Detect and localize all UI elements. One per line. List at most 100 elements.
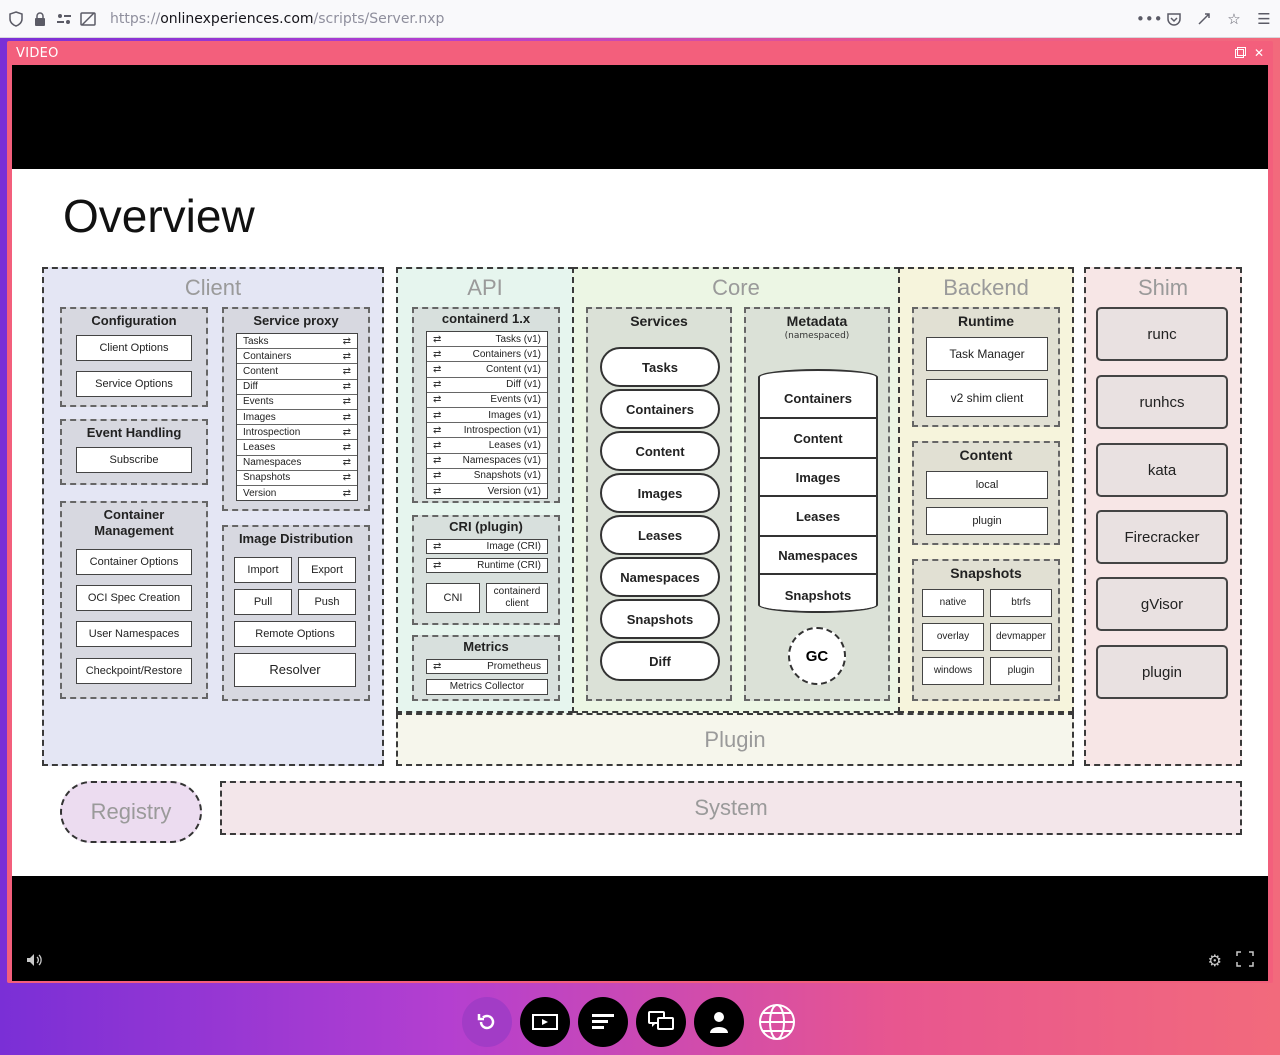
client-options: Client Options bbox=[76, 335, 192, 361]
push: Push bbox=[298, 589, 356, 615]
snapshot-windows: windows bbox=[922, 657, 984, 685]
snapshot-devmapper: devmapper bbox=[990, 623, 1052, 651]
video-player[interactable]: Overview Client Configuration Client Opt… bbox=[12, 65, 1268, 981]
group-title-event-handling: Event Handling bbox=[86, 425, 182, 440]
video-header: VIDEO ✕ bbox=[7, 41, 1273, 65]
cri-list: Image (CRI)⇄ Runtime (CRI)⇄ bbox=[426, 539, 548, 575]
service-content: Content bbox=[600, 431, 720, 471]
screenshot-icon[interactable] bbox=[1196, 11, 1212, 27]
slide-title: Overview bbox=[63, 190, 255, 242]
group-cri: CRI (plugin) Image (CRI)⇄ Runtime (CRI)⇄… bbox=[412, 515, 560, 625]
group-configuration: Configuration Client Options Service Opt… bbox=[60, 307, 208, 407]
snapshot-native: native bbox=[922, 589, 984, 617]
list-item: Version⇄ bbox=[243, 487, 351, 499]
autoplay-blocked-icon[interactable] bbox=[80, 11, 96, 27]
region-label-plugin: Plugin bbox=[704, 727, 766, 752]
oci-spec-creation: OCI Spec Creation bbox=[76, 585, 192, 611]
shim-plugin: plugin bbox=[1096, 645, 1228, 699]
agenda-icon[interactable] bbox=[578, 997, 628, 1047]
snapshot-overlay: overlay bbox=[922, 623, 984, 651]
group-title-backend-snapshots: Snapshots bbox=[950, 565, 1022, 581]
group-runtime: Runtime Task Manager v2 shim client bbox=[912, 307, 1060, 427]
group-backend-content: Content local plugin bbox=[912, 441, 1060, 545]
import: Import bbox=[234, 557, 292, 583]
list-item: Content⇄ bbox=[237, 364, 357, 380]
group-metrics: Metrics Prometheus⇄ Metrics Collector bbox=[412, 635, 560, 701]
list-item: Snapshots (v1)⇄ bbox=[427, 469, 547, 484]
refresh-icon[interactable] bbox=[462, 997, 512, 1047]
service-containers: Containers bbox=[600, 389, 720, 429]
list-item: Version (v1)⇄ bbox=[433, 485, 541, 497]
group-title-metrics: Metrics bbox=[463, 639, 509, 654]
region-core: Core Services Tasks Containers Content I… bbox=[572, 267, 900, 713]
slides-icon[interactable] bbox=[520, 997, 570, 1047]
volume-icon[interactable] bbox=[26, 953, 44, 971]
menu-icon[interactable]: ☰ bbox=[1257, 9, 1271, 28]
lock-icon[interactable] bbox=[32, 11, 48, 27]
fullscreen-icon[interactable] bbox=[1236, 951, 1254, 971]
content-local: local bbox=[926, 471, 1048, 499]
snapshot-plugin: plugin bbox=[990, 657, 1052, 685]
region-system: System bbox=[220, 781, 1242, 835]
group-title-backend-content: Content bbox=[959, 447, 1013, 463]
shim-firecracker: Firecracker bbox=[1096, 510, 1228, 564]
list-item: Images (v1)⇄ bbox=[427, 408, 547, 424]
shield-icon[interactable] bbox=[8, 10, 24, 27]
list-item: Events (v1)⇄ bbox=[427, 393, 547, 408]
region-label-core: Core bbox=[712, 275, 760, 300]
browser-toolbar: https://onlinexperiences.com/scripts/Ser… bbox=[0, 0, 1280, 38]
db-containers: Containers bbox=[760, 379, 876, 419]
db-snapshots: Snapshots bbox=[760, 575, 876, 611]
db-namespaces: Namespaces bbox=[760, 537, 876, 575]
region-label-registry: Registry bbox=[90, 799, 172, 824]
more-actions-icon[interactable]: ••• bbox=[1136, 9, 1163, 28]
chat-icon[interactable] bbox=[636, 997, 686, 1047]
region-backend: Backend Runtime Task Manager v2 shim cli… bbox=[898, 267, 1074, 713]
registry-cloud: Registry bbox=[60, 781, 202, 843]
task-manager: Task Manager bbox=[926, 337, 1048, 371]
checkpoint-restore: Checkpoint/Restore bbox=[76, 658, 192, 684]
bookmark-star-icon[interactable]: ☆ bbox=[1227, 9, 1241, 28]
list-item: Tasks⇄ bbox=[237, 334, 357, 350]
list-item: Containers (v1)⇄ bbox=[427, 347, 547, 363]
service-snapshots: Snapshots bbox=[600, 599, 720, 639]
service-leases: Leases bbox=[600, 515, 720, 555]
region-label-client: Client bbox=[184, 275, 242, 300]
cni: CNI bbox=[426, 583, 480, 613]
list-item: Diff (v1)⇄ bbox=[427, 378, 547, 393]
close-icon[interactable]: ✕ bbox=[1253, 46, 1264, 60]
group-title-container-management-2: Management bbox=[94, 523, 174, 538]
list-item: Snapshots⇄ bbox=[237, 471, 357, 486]
popout-icon[interactable] bbox=[1234, 46, 1246, 60]
permissions-icon[interactable] bbox=[56, 11, 72, 27]
metadata-database: Containers Content Images Leases Namespa… bbox=[758, 369, 878, 613]
region-client: Client Configuration Client Options Serv… bbox=[42, 267, 384, 766]
list-item: Leases⇄ bbox=[237, 440, 357, 456]
list-item: Namespaces⇄ bbox=[237, 456, 357, 471]
region-plugin: Plugin bbox=[396, 713, 1074, 766]
group-services: Services Tasks Containers Content Images… bbox=[586, 307, 732, 701]
subscribe: Subscribe bbox=[76, 447, 192, 473]
prometheus: Prometheus⇄ bbox=[426, 659, 548, 675]
db-images: Images bbox=[760, 459, 876, 497]
slide: Overview Client Configuration Client Opt… bbox=[12, 169, 1268, 876]
bottom-dock bbox=[462, 997, 802, 1047]
region-label-shim: Shim bbox=[1137, 275, 1189, 300]
list-item: Introspection⇄ bbox=[237, 425, 357, 441]
db-content: Content bbox=[760, 419, 876, 459]
db-leases: Leases bbox=[760, 497, 876, 537]
service-images: Images bbox=[600, 473, 720, 513]
pocket-icon[interactable] bbox=[1166, 11, 1182, 27]
group-containerd: containerd 1.x Tasks (v1)⇄ Containers (v… bbox=[412, 307, 560, 503]
settings-gear-icon[interactable]: ⚙ bbox=[1207, 951, 1222, 970]
list-item: Leases (v1)⇄ bbox=[427, 438, 547, 454]
profile-icon[interactable] bbox=[694, 997, 744, 1047]
service-tasks: Tasks bbox=[600, 347, 720, 387]
group-event-handling: Event Handling Subscribe bbox=[60, 419, 208, 485]
group-title-runtime: Runtime bbox=[958, 313, 1014, 329]
url-host: onlinexperiences.com bbox=[160, 10, 314, 27]
service-namespaces: Namespaces bbox=[600, 557, 720, 597]
list-item: Introspection (v1)⇄ bbox=[427, 423, 547, 439]
globe-icon[interactable] bbox=[752, 997, 802, 1047]
url-bar[interactable]: https://onlinexperiences.com/scripts/Ser… bbox=[110, 11, 444, 27]
